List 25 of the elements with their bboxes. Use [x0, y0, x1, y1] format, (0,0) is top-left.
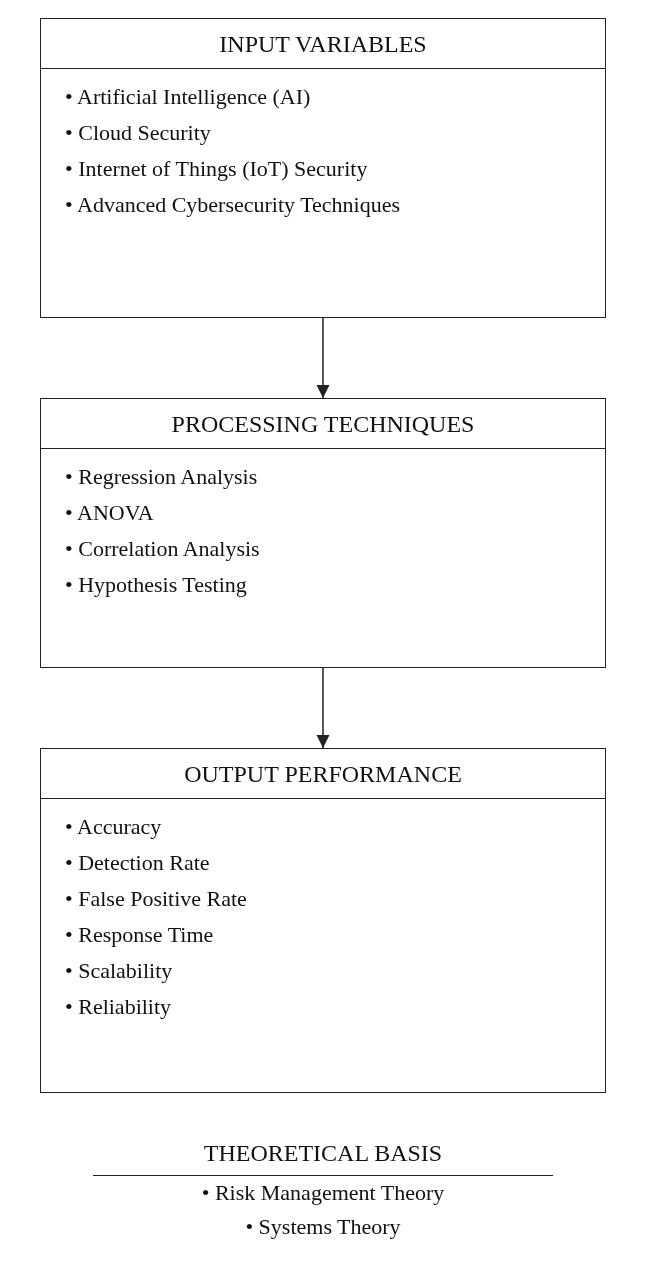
bullet-item: • Hypothesis Testing	[64, 571, 248, 599]
bullet-item: • Correlation Analysis	[64, 535, 261, 563]
bullet-item: • Accuracy	[64, 813, 163, 841]
section-box	[40, 398, 606, 668]
section-box	[40, 18, 606, 318]
bullet-item: • Detection Rate	[64, 849, 211, 877]
section-box	[40, 748, 606, 1093]
bullet-item: • Internet of Things (IoT) Security	[64, 155, 369, 183]
bullet-item: • Systems Theory	[245, 1213, 401, 1241]
section-heading: THEORETICAL BASIS	[93, 1140, 553, 1176]
arrow	[316, 317, 330, 399]
arrow	[316, 667, 330, 749]
section-heading: INPUT VARIABLES	[41, 19, 605, 69]
bullet-item: • Regression Analysis	[64, 463, 259, 491]
bullet-item: • Risk Management Theory	[201, 1179, 445, 1207]
bullet-item: • Response Time	[64, 921, 215, 949]
bullet-item: • Reliability	[64, 993, 173, 1021]
bullet-item: • Artificial Intelligence (AI)	[64, 83, 312, 111]
section-heading: OUTPUT PERFORMANCE	[41, 749, 605, 799]
bullet-item: • Cloud Security	[64, 119, 212, 147]
bullet-item: • Scalability	[64, 957, 174, 985]
section-heading: PROCESSING TECHNIQUES	[41, 399, 605, 449]
bullet-item: • Advanced Cybersecurity Techniques	[64, 191, 402, 219]
bullet-item: • False Positive Rate	[64, 885, 248, 913]
bullet-item: • ANOVA	[64, 499, 155, 527]
